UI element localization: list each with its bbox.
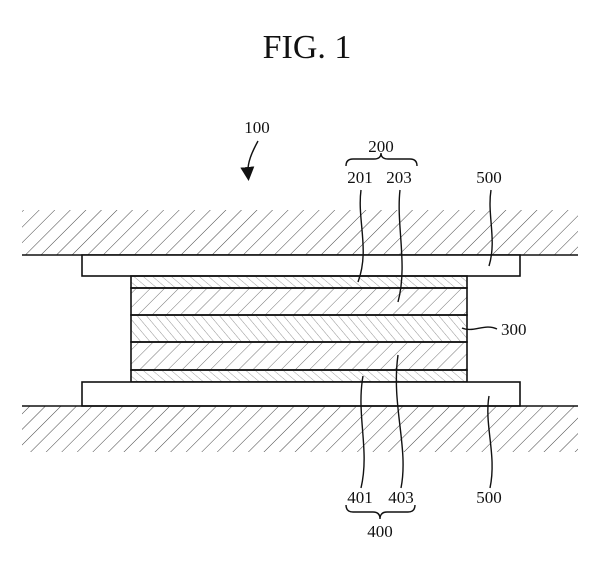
layer-300 <box>131 315 467 342</box>
label-400: 400 <box>367 522 393 541</box>
lower-plate <box>82 382 520 406</box>
upper-plate <box>82 255 520 276</box>
label-500-top: 500 <box>476 168 502 187</box>
upper-substrate <box>22 210 578 255</box>
label-401: 401 <box>347 488 373 507</box>
layer-401 <box>131 370 467 382</box>
brace-400 <box>346 505 415 519</box>
layer-403 <box>131 342 467 370</box>
arrow-100-icon <box>248 141 258 174</box>
label-403: 403 <box>388 488 414 507</box>
label-203: 203 <box>386 168 412 187</box>
label-500-bottom: 500 <box>476 488 502 507</box>
brace-200 <box>346 153 417 166</box>
lower-substrate <box>22 406 578 452</box>
label-201: 201 <box>347 168 373 187</box>
layer-201 <box>131 276 467 288</box>
layer-203 <box>131 288 467 315</box>
figure-title: FIG. 1 <box>263 29 352 66</box>
label-100: 100 <box>244 118 270 137</box>
label-300: 300 <box>501 320 527 339</box>
